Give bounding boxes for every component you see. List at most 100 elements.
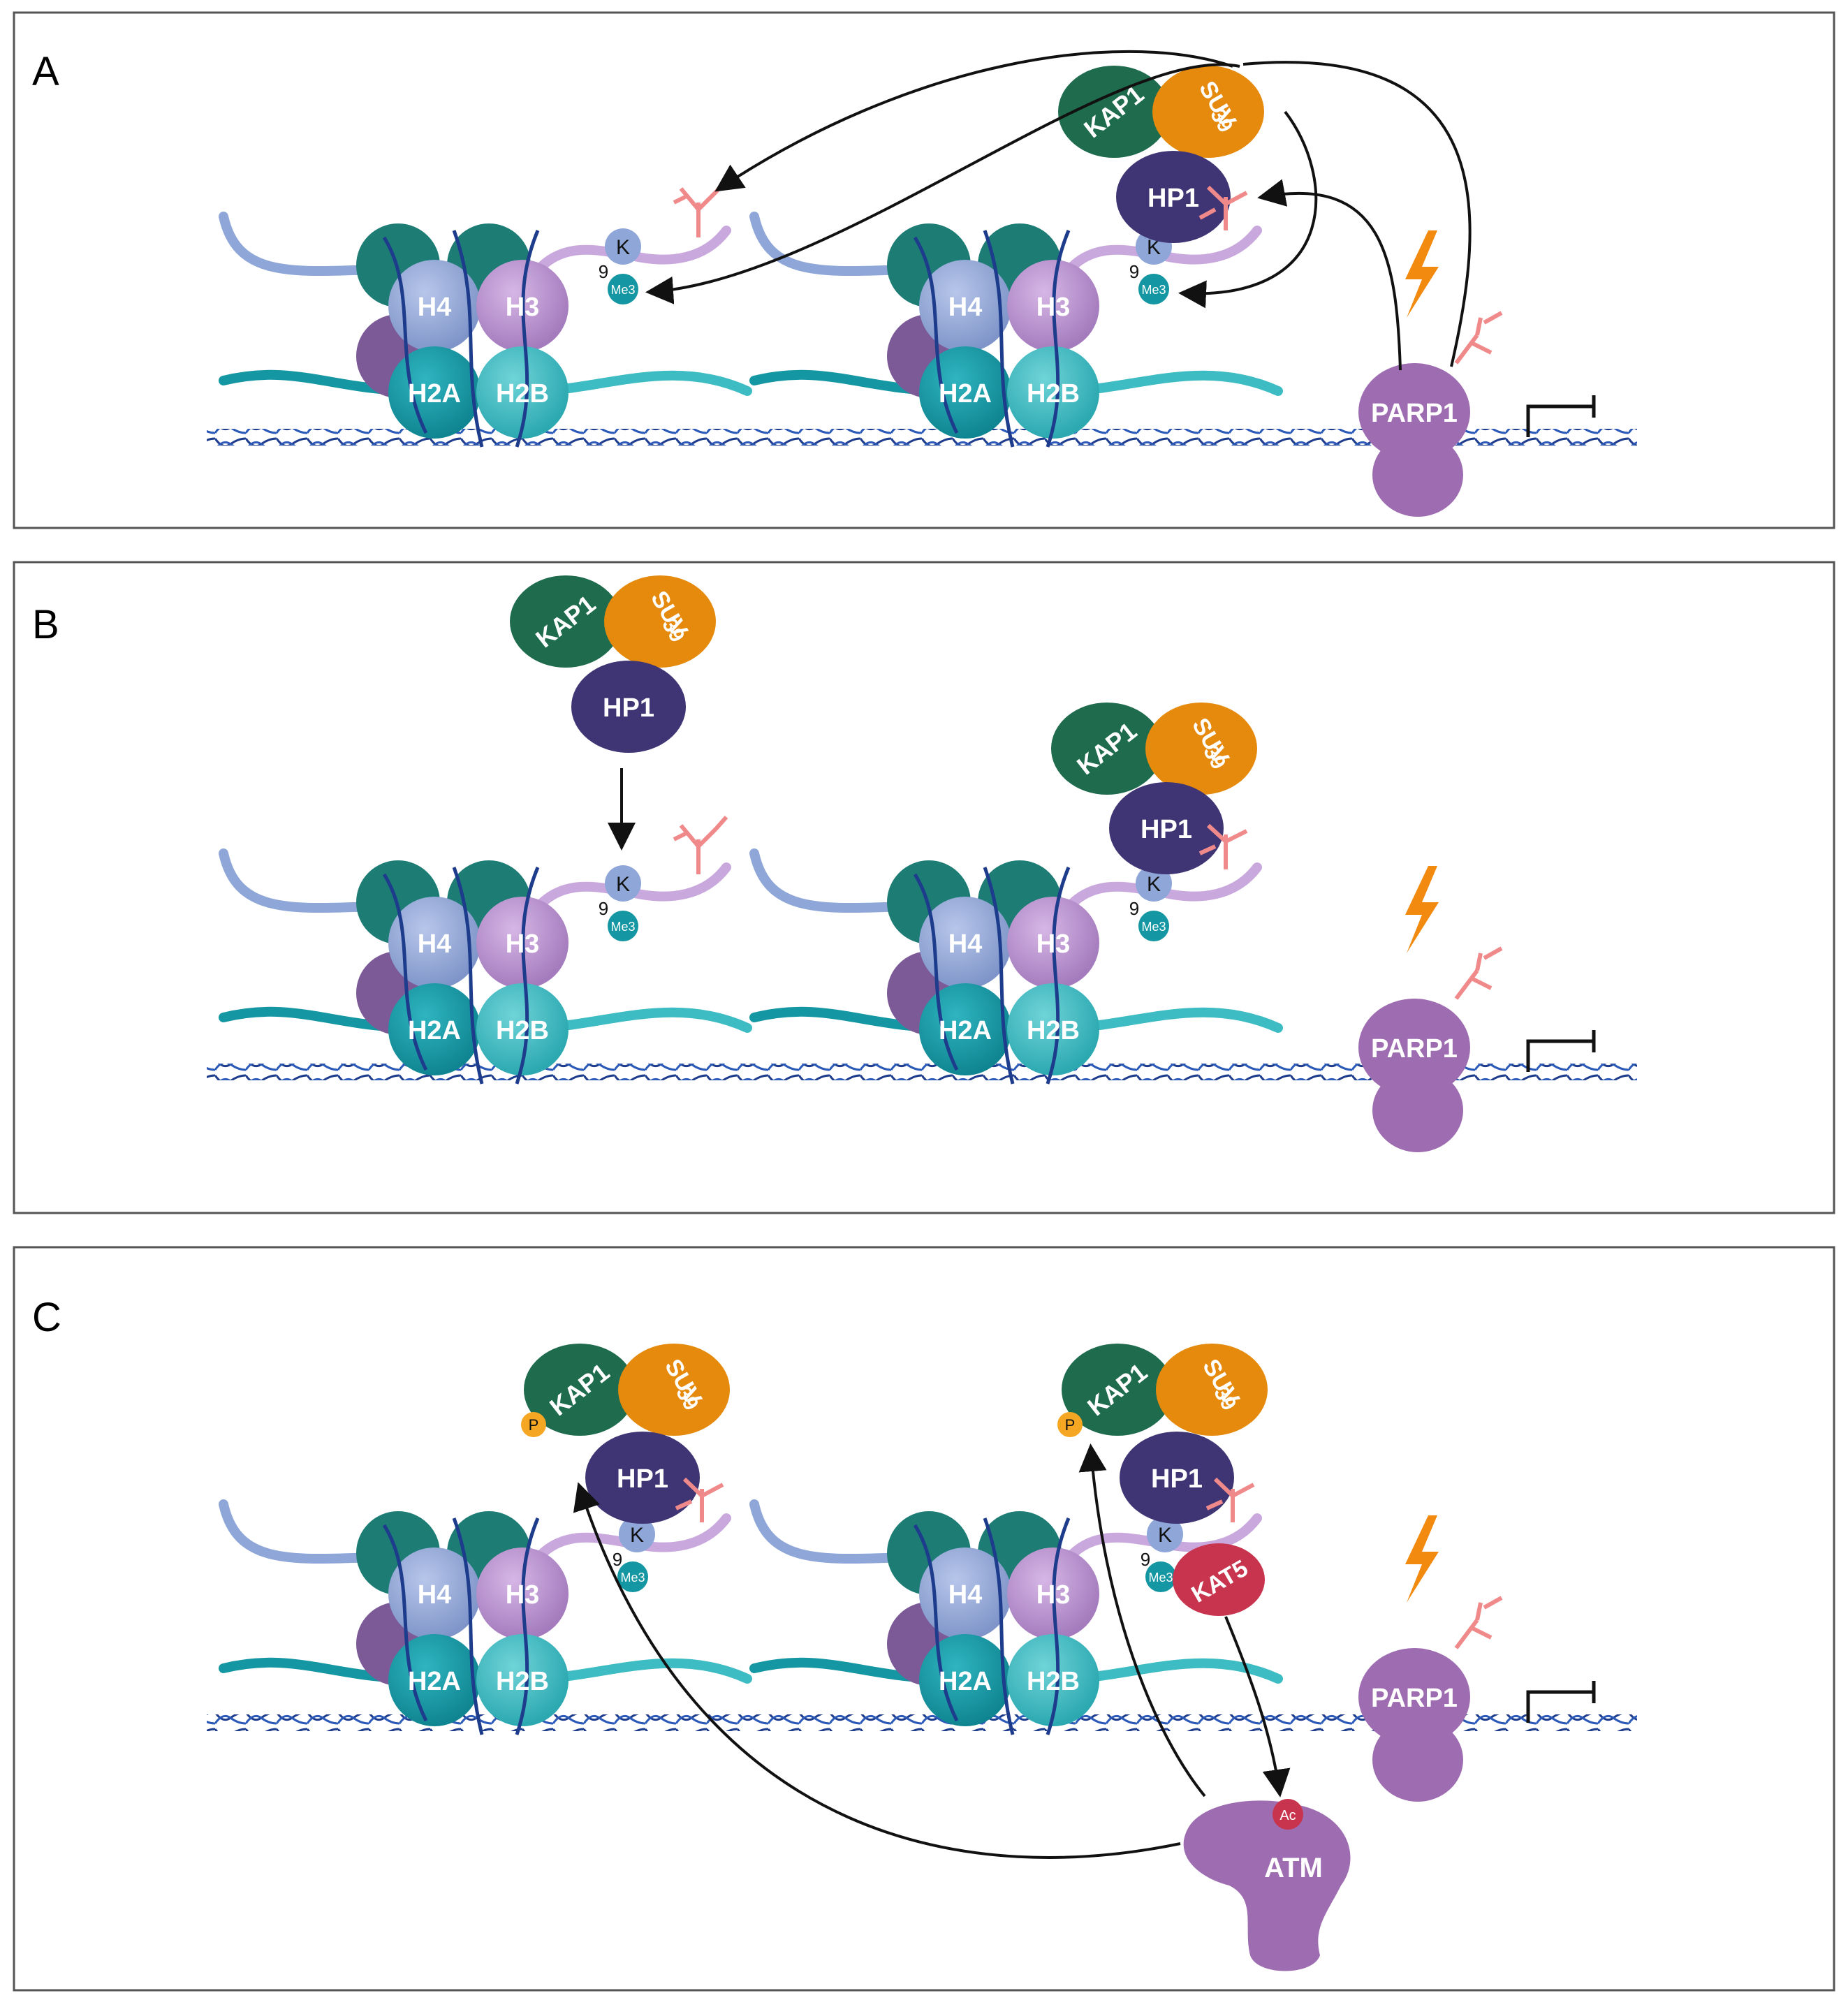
suv39-protein bbox=[618, 1344, 730, 1436]
kat5-protein: KAT5 bbox=[1173, 1543, 1265, 1616]
kap1-protein bbox=[1062, 1344, 1173, 1436]
hp1-protein bbox=[1109, 782, 1224, 874]
kap1-suv39-hp1-complex: KAP1 SUV 39 HP1 bbox=[510, 575, 716, 753]
histone-tail bbox=[749, 1499, 927, 1564]
lysine-label: K bbox=[616, 873, 630, 896]
histone-h2a bbox=[388, 346, 481, 439]
lightning-icon bbox=[1405, 230, 1439, 318]
h4-label: H4 bbox=[418, 293, 452, 322]
nucleosome: H4 H3 H2A H2B bbox=[887, 1511, 1099, 1735]
lysine-label: K bbox=[630, 1524, 644, 1547]
h4-label: H4 bbox=[948, 1580, 983, 1610]
suv39-protein bbox=[1152, 66, 1264, 158]
parp1-label: PARP1 bbox=[1371, 1034, 1458, 1064]
h4-label: H4 bbox=[948, 293, 983, 322]
histone-h2a bbox=[919, 983, 1011, 1075]
hp1-protein bbox=[1116, 151, 1231, 243]
arrow bbox=[1224, 1616, 1291, 1798]
h3-label: H3 bbox=[1036, 293, 1071, 322]
panel-b: H4 H3 H2A H2B K 9 Me3 KAP1 SUV 39 HP1 bbox=[207, 575, 1637, 1152]
hp1-label: HP1 bbox=[1147, 184, 1199, 213]
lysine-label: K bbox=[1147, 873, 1161, 896]
h2a-label: H2A bbox=[408, 1016, 461, 1045]
lysine-residue bbox=[605, 865, 641, 902]
me3-label: Me3 bbox=[1141, 283, 1166, 297]
kap1-suv39-hp1-complex: KAP1 SUV 39 HP1 bbox=[1051, 703, 1257, 874]
h2b-label: H2B bbox=[496, 1667, 549, 1696]
me3-mark bbox=[1145, 1561, 1176, 1592]
dna-wrap bbox=[382, 230, 540, 448]
histone-h2a bbox=[919, 1634, 1011, 1726]
h2a-label: H2A bbox=[408, 379, 461, 409]
me3-label: Me3 bbox=[610, 283, 635, 297]
h2a-label: H2A bbox=[939, 379, 992, 409]
histone-tail bbox=[219, 1499, 396, 1564]
me3-mark bbox=[617, 1561, 648, 1592]
h2b-label: H2B bbox=[496, 379, 549, 409]
histone-h2b bbox=[1007, 346, 1099, 439]
h3-label: H3 bbox=[506, 929, 540, 959]
histone-tail bbox=[749, 212, 927, 277]
kap1-protein bbox=[524, 1344, 636, 1436]
hp1-protein bbox=[1120, 1432, 1234, 1524]
histone-h4 bbox=[388, 897, 481, 989]
atm-protein: ATM bbox=[1183, 1800, 1351, 1971]
hp1-label: HP1 bbox=[1151, 1464, 1203, 1494]
histone-h4 bbox=[919, 1547, 1011, 1640]
lysine-label: K bbox=[1147, 236, 1161, 259]
lysine-residue bbox=[1147, 1516, 1183, 1552]
h2a-label: H2A bbox=[939, 1016, 992, 1045]
nucleosome: H4 H3 H2A H2B bbox=[356, 1511, 569, 1735]
suv39-protein bbox=[604, 575, 716, 668]
me3-label: Me3 bbox=[610, 920, 635, 934]
h4-label: H4 bbox=[418, 1580, 452, 1610]
arrow bbox=[573, 1482, 1181, 1859]
hp1-label: HP1 bbox=[1141, 815, 1192, 844]
panel-b-label: B bbox=[32, 602, 59, 647]
histone-h2b bbox=[1007, 983, 1099, 1075]
histone-h2a bbox=[388, 1634, 481, 1726]
kap1-suv39-hp1-complex: P KAP1 SUV 39 HP1 bbox=[1057, 1344, 1268, 1524]
panel-c-label: C bbox=[32, 1295, 61, 1340]
par-chain-icon bbox=[673, 816, 728, 874]
position-label: 9 bbox=[1129, 261, 1139, 282]
phospho-mark bbox=[1057, 1412, 1083, 1437]
par-chain-icon bbox=[1198, 823, 1248, 869]
h3-label: H3 bbox=[1036, 1580, 1071, 1610]
me3-label: Me3 bbox=[1141, 920, 1166, 934]
histone-h4 bbox=[919, 260, 1011, 352]
lightning-icon bbox=[1405, 866, 1439, 953]
dna-wrap bbox=[913, 230, 1071, 448]
phospho-mark bbox=[521, 1412, 546, 1437]
me3-mark bbox=[608, 274, 638, 304]
arrow bbox=[1178, 110, 1318, 309]
histone-h4 bbox=[388, 1547, 481, 1640]
position-label: 9 bbox=[613, 1549, 622, 1570]
par-chain-icon bbox=[1454, 311, 1503, 365]
par-chain-icon bbox=[1205, 1477, 1255, 1522]
position-label: 9 bbox=[1129, 898, 1139, 919]
histone-h2b bbox=[1007, 1634, 1099, 1726]
parp1-protein: PARP1 bbox=[1358, 1648, 1470, 1802]
panel-a-label: A bbox=[32, 49, 59, 94]
arrow bbox=[1257, 179, 1402, 371]
me3-mark bbox=[608, 911, 638, 941]
dna-wrap bbox=[913, 1517, 1071, 1735]
nucleosome: H4 H3 H2A H2B bbox=[887, 860, 1099, 1085]
par-chain-icon bbox=[1454, 946, 1503, 1000]
nucleosome: H4 H3 H2A H2B bbox=[356, 860, 569, 1085]
panel-a: H4 H3 H2A H2B K 9 Me3 H4 H3 H2A bbox=[207, 50, 1637, 517]
lysine-residue bbox=[605, 228, 641, 265]
parp1-protein: PARP1 bbox=[1358, 363, 1470, 517]
kap1-protein bbox=[1051, 703, 1163, 795]
histone-tail bbox=[749, 848, 927, 913]
lightning-icon bbox=[1405, 1515, 1439, 1603]
histone-h2b bbox=[476, 983, 569, 1075]
phospho-label: P bbox=[529, 1416, 539, 1434]
position-label: 9 bbox=[599, 261, 608, 282]
par-chain-icon bbox=[1454, 1596, 1503, 1649]
h2b-label: H2B bbox=[496, 1016, 549, 1045]
position-label: 9 bbox=[599, 898, 608, 919]
h2b-label: H2B bbox=[1027, 379, 1080, 409]
hp1-protein bbox=[571, 661, 686, 753]
